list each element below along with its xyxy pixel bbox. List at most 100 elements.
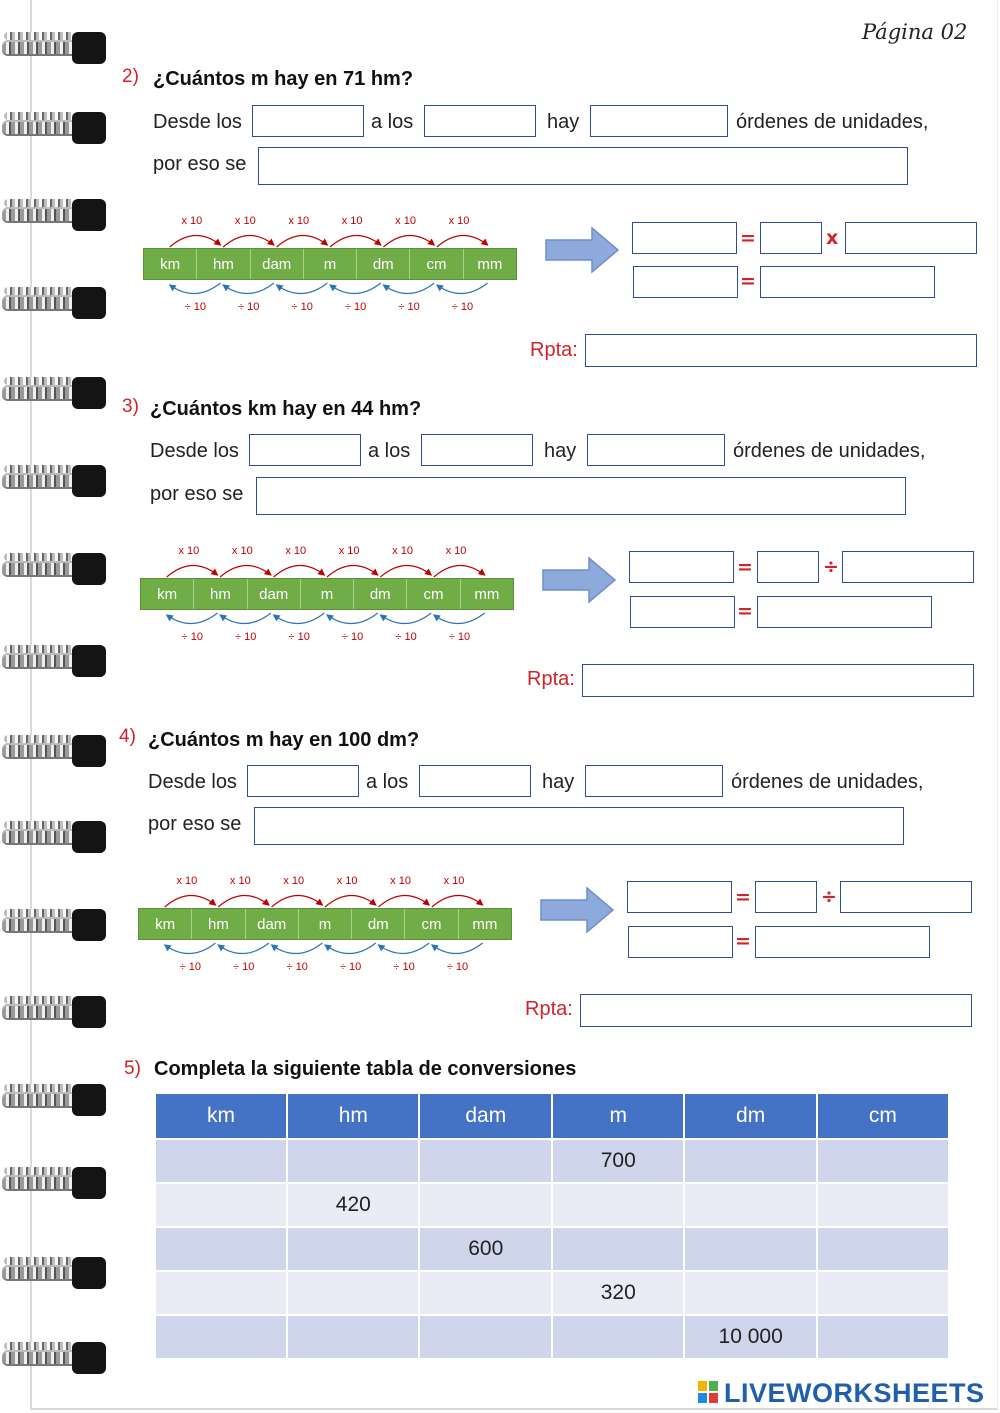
table-cell[interactable]: [156, 1138, 289, 1183]
eq-result-input[interactable]: [757, 596, 932, 628]
divide-label: ÷ 10: [286, 961, 308, 973]
spiral-ring: [0, 905, 108, 945]
multiply-arrow: [219, 564, 272, 578]
table-cell[interactable]: [287, 1314, 421, 1358]
spiral-ring: [0, 731, 108, 771]
eq-value-input-1[interactable]: [629, 551, 734, 583]
divide-arrow: [165, 612, 218, 625]
divide-label: ÷ 10: [288, 631, 310, 643]
unit-cell-mm: mm: [477, 255, 503, 273]
multiply-arrow: [164, 894, 217, 908]
question-title: ¿Cuántos m hay en 71 hm?: [153, 68, 414, 90]
divide-sign: ÷: [821, 886, 837, 908]
table-cell[interactable]: [816, 1314, 948, 1358]
divide-arrow: [377, 942, 430, 955]
eq-result-input[interactable]: [755, 926, 930, 958]
divide-label: ÷ 10: [448, 631, 471, 643]
question-title: ¿Cuántos m hay en 100 dm?: [148, 729, 420, 751]
eq-value-input-3[interactable]: [840, 881, 972, 913]
eq-value-input-4[interactable]: [633, 266, 738, 298]
table-cell[interactable]: [419, 1138, 554, 1183]
multiply-label: x 10: [176, 875, 198, 887]
divide-arrow: [222, 282, 275, 295]
table-cell[interactable]: [684, 1226, 818, 1271]
eq-value-input-1[interactable]: [632, 222, 737, 254]
brand-name: LIVEWORKSHEETS: [724, 1378, 985, 1408]
arrow-right-icon: [542, 556, 617, 604]
table-cell[interactable]: [552, 1314, 686, 1358]
operation-input[interactable]: [258, 147, 908, 185]
table-cell[interactable]: [156, 1314, 289, 1358]
eq-value-input-3[interactable]: [842, 551, 974, 583]
to-unit-input[interactable]: [421, 434, 533, 466]
eq-value-input-4[interactable]: [628, 926, 733, 958]
multiply-arrow: [383, 234, 436, 248]
eq-value-input-3[interactable]: [845, 222, 977, 254]
table-cell[interactable]: [816, 1138, 948, 1183]
table-cell[interactable]: [684, 1270, 818, 1315]
answer-input[interactable]: [580, 994, 972, 1027]
eq-value-input-1[interactable]: [627, 881, 732, 913]
multiply-arrow: [273, 564, 326, 578]
eq-value-input-2[interactable]: [760, 222, 822, 254]
answer-input[interactable]: [585, 334, 977, 367]
divide-label: ÷ 10: [179, 961, 202, 973]
divide-label: ÷ 10: [233, 961, 255, 973]
hay-label: hay: [542, 771, 575, 793]
equals-sign: =: [737, 600, 753, 622]
from-unit-input[interactable]: [247, 765, 359, 797]
from-unit-input[interactable]: [252, 105, 364, 137]
table-cell[interactable]: [287, 1138, 421, 1183]
unit-cell-cm: cm: [410, 249, 464, 279]
table-cell[interactable]: [552, 1226, 686, 1271]
table-cell: 700: [552, 1138, 686, 1183]
divide-label: ÷ 10: [341, 631, 364, 643]
divide-arrow: [430, 942, 483, 955]
divide-arrow: [163, 942, 216, 955]
orders-count-input[interactable]: [587, 434, 725, 466]
multiply-label: x 10: [448, 215, 470, 227]
table-cell[interactable]: [419, 1182, 554, 1227]
multiply-label: x 10: [283, 875, 305, 887]
operation-input[interactable]: [254, 807, 904, 845]
table-cell[interactable]: [419, 1314, 554, 1358]
multiply-label: x 10: [443, 875, 465, 887]
table-cell: 320: [552, 1270, 686, 1315]
table-row: 420: [156, 1182, 948, 1227]
eq-value-input-4[interactable]: [630, 596, 735, 628]
table-cell: 600: [419, 1226, 554, 1271]
eq-result-input[interactable]: [760, 266, 935, 298]
orders-count-input[interactable]: [585, 765, 723, 797]
table-cell[interactable]: [156, 1226, 289, 1271]
table-cell[interactable]: [287, 1226, 421, 1271]
table-cell[interactable]: [816, 1270, 948, 1315]
multiply-arrow: [431, 894, 484, 908]
answer-input[interactable]: [582, 664, 974, 697]
table-cell[interactable]: [816, 1182, 948, 1227]
table-cell[interactable]: [419, 1270, 554, 1315]
table-cell[interactable]: [287, 1270, 421, 1315]
question-number: 5): [124, 1058, 141, 1079]
eq-value-input-2[interactable]: [755, 881, 817, 913]
from-unit-input[interactable]: [249, 434, 361, 466]
table-cell[interactable]: [156, 1270, 289, 1315]
eq-value-input-2[interactable]: [757, 551, 819, 583]
orders-count-input[interactable]: [590, 105, 728, 137]
question-title: Completa la siguiente tabla de conversio…: [154, 1058, 577, 1080]
divide-arrow: [275, 282, 328, 295]
table-cell[interactable]: [552, 1182, 686, 1227]
table-row: 600: [156, 1226, 948, 1271]
operation-input[interactable]: [256, 477, 906, 515]
unit-cell-km: km: [141, 579, 195, 609]
table-cell[interactable]: [684, 1182, 818, 1227]
table-cell[interactable]: [156, 1182, 289, 1227]
to-unit-input[interactable]: [424, 105, 536, 137]
table-cell[interactable]: [816, 1226, 948, 1271]
unit-cell-dam: dam: [251, 249, 304, 279]
table-cell[interactable]: [684, 1138, 818, 1183]
divide-label: ÷ 10: [451, 301, 474, 313]
to-unit-input[interactable]: [419, 765, 531, 797]
